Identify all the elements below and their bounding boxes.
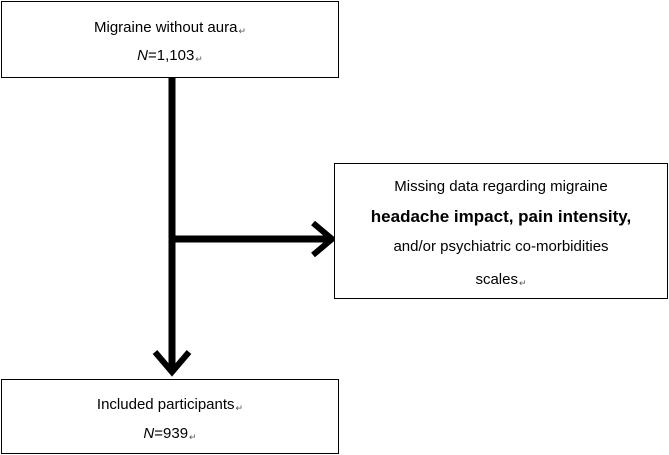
- enrolled-n-value: =1,103: [148, 47, 195, 64]
- return-mark-icon: ↵: [238, 26, 246, 36]
- excluded-line-4: scales: [475, 271, 518, 288]
- included-n-label: N: [143, 425, 155, 442]
- main-flow-arrow-head: [152, 350, 192, 377]
- included-box: Included participants↵ N=939↵: [1, 379, 339, 454]
- enrolled-count-line: N=1,103↵: [2, 48, 338, 64]
- included-count-line: N=939↵: [2, 426, 338, 442]
- enrolled-box: Migraine without aura↵ N=1,103↵: [1, 1, 339, 78]
- return-mark-icon: ↵: [518, 278, 527, 288]
- enrolled-title: Migraine without aura: [94, 19, 238, 36]
- return-mark-icon: ↵: [235, 403, 244, 413]
- excluded-box: Missing data regarding migraine headache…: [334, 163, 668, 299]
- enrolled-n-label: N: [137, 47, 148, 64]
- excluded-line-2: headache impact, pain intensity,: [370, 207, 632, 226]
- return-mark-icon: ↵: [189, 432, 197, 442]
- enrolled-title-line: Migraine without aura↵: [2, 20, 338, 36]
- included-title-line: Included participants↵: [2, 397, 338, 413]
- excluded-line-1: Missing data regarding migraine: [394, 178, 608, 195]
- return-mark-icon: ↵: [195, 54, 203, 64]
- exclusion-arrow-head: [311, 220, 337, 258]
- excluded-line-4-wrap: scales↵: [335, 272, 667, 288]
- included-n-value: =939: [154, 425, 189, 442]
- included-title: Included participants: [96, 396, 235, 413]
- excluded-line-3: and/or psychiatric co-morbidities: [393, 238, 609, 255]
